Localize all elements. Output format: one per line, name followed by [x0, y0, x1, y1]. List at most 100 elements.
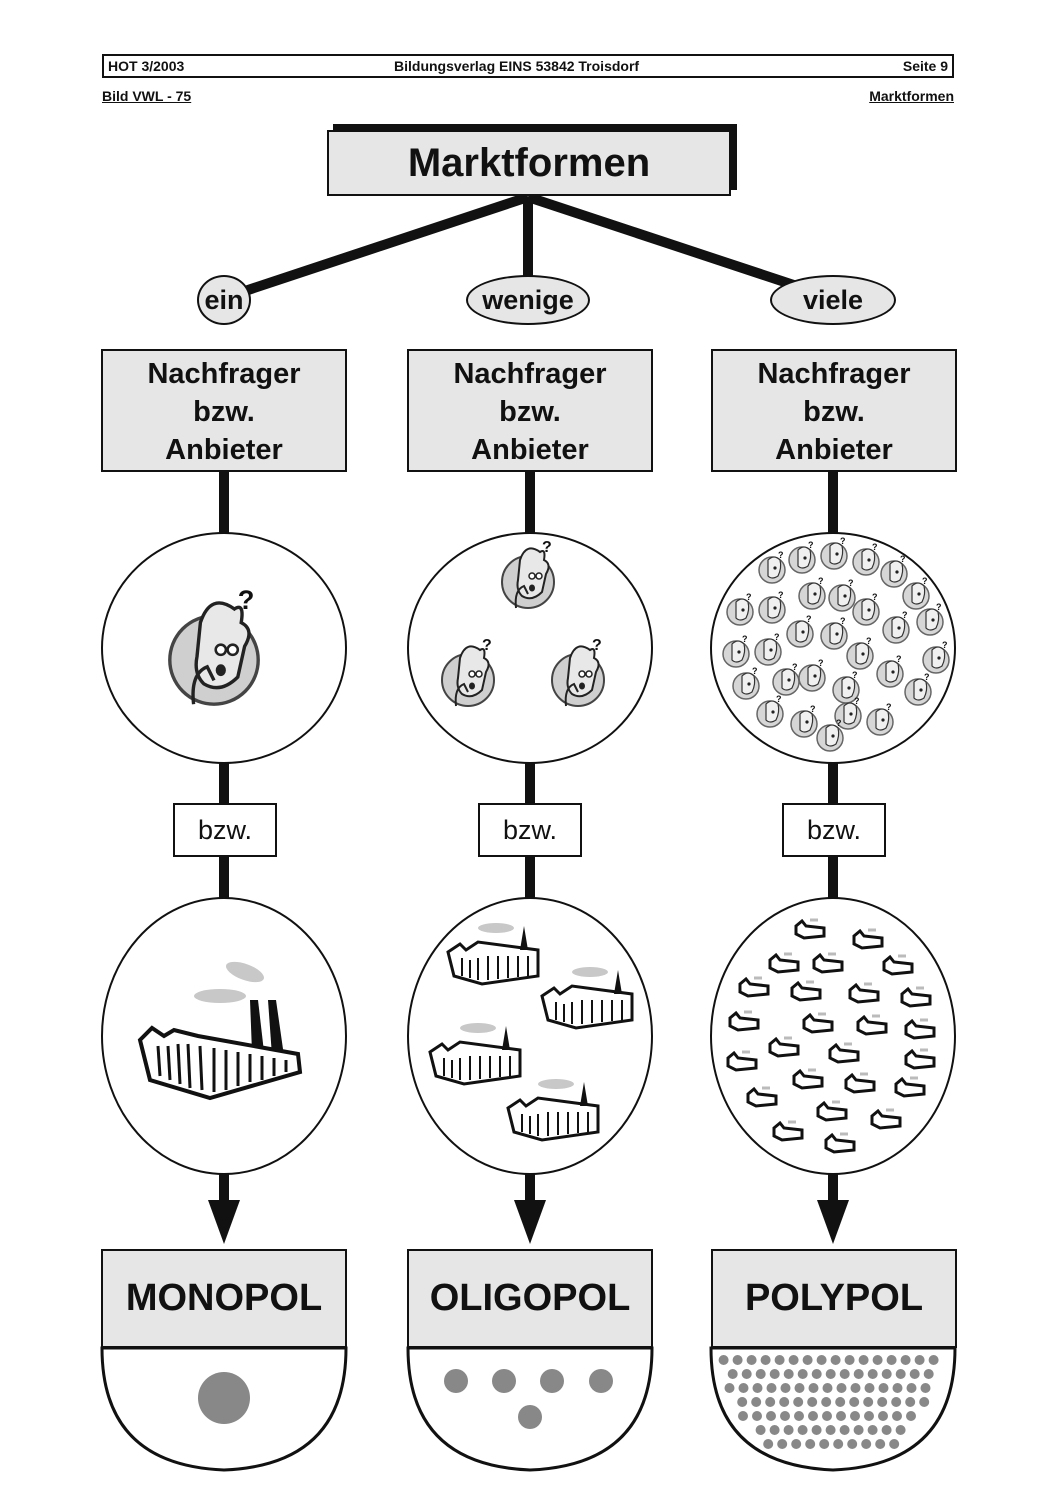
polypol-dot [900, 1355, 911, 1365]
polypol-dot [780, 1411, 790, 1421]
polypol-dot [755, 1369, 766, 1379]
role-box-monopol: Nachfrager bzw. Anbieter [101, 349, 347, 472]
polypol-dot [819, 1439, 830, 1449]
header-left: HOT 3/2003 [108, 58, 185, 74]
polypol-dot [849, 1397, 860, 1407]
polypol-dot [766, 1383, 777, 1393]
polypol-dot [738, 1383, 749, 1393]
polypol-dot [878, 1383, 889, 1393]
polypol-dot [877, 1397, 888, 1407]
role-line-2: bzw. [193, 396, 255, 428]
polypol-dot [892, 1411, 902, 1421]
header-right: Seite 9 [902, 58, 948, 74]
polypol-dot [808, 1411, 818, 1421]
result-oligopol: OLIGOPOL [407, 1249, 653, 1348]
role-line-1: Nachfrager [453, 358, 607, 390]
arrow-monopol [208, 1200, 240, 1244]
role-box-oligopol: Nachfrager bzw. Anbieter [407, 349, 653, 472]
polypol-dot [741, 1369, 752, 1379]
role-line-1: Nachfrager [757, 358, 911, 390]
polypol-dot [858, 1355, 869, 1365]
sub-header-left: Bild VWL - 75 [102, 88, 192, 104]
monopol-dot [198, 1372, 250, 1424]
polypol-dot [763, 1439, 774, 1449]
role-line-3: Anbieter [775, 434, 893, 466]
polypol-dot [909, 1369, 920, 1379]
polypol-dot [895, 1369, 906, 1379]
page-header: HOT 3/2003 Bildungsverlag EINS 53842 Tro… [102, 54, 954, 78]
polypol-dot [797, 1425, 808, 1435]
polypol-dot [821, 1397, 832, 1407]
polypol-dot [850, 1411, 860, 1421]
polypol-dot [765, 1397, 776, 1407]
polypol-dot [793, 1397, 804, 1407]
polypol-dot [919, 1397, 930, 1407]
polypol-dot [802, 1355, 813, 1365]
polypol-dot [835, 1397, 846, 1407]
polypol-dot [886, 1355, 897, 1365]
polypol-dot [724, 1383, 735, 1393]
polypol-dot [833, 1439, 844, 1449]
factory-illustrations [137, 921, 634, 1142]
polypol-dot [847, 1439, 858, 1449]
connector-bzw-oligopol: bzw. [478, 803, 582, 857]
polypol-dot [825, 1425, 836, 1435]
polypol-dot [867, 1425, 878, 1435]
polypol-dot [822, 1411, 832, 1421]
connector-bzw-monopol: bzw. [173, 803, 277, 857]
polypol-dot [794, 1383, 805, 1393]
polypol-dot [844, 1355, 855, 1365]
header-center: Bildungsverlag EINS 53842 Troisdorf [394, 58, 640, 74]
role-line-3: Anbieter [471, 434, 589, 466]
quantity-oval-wenige: wenige [466, 275, 590, 325]
polypol-dot [760, 1355, 771, 1365]
polypol-dot [797, 1369, 808, 1379]
polypol-dot [867, 1369, 878, 1379]
polypol-dot [752, 1411, 762, 1421]
polypol-dots [718, 1355, 939, 1449]
polypol-dot [807, 1397, 818, 1407]
polypol-dot [816, 1355, 827, 1365]
polypol-dot [889, 1439, 900, 1449]
polypol-dot [928, 1355, 939, 1365]
polypol-dot [836, 1383, 847, 1393]
oligopol-dots [444, 1369, 613, 1429]
polypol-dot [777, 1439, 788, 1449]
polypol-dot [906, 1383, 917, 1393]
polypol-dot [923, 1369, 934, 1379]
polypol-dot [783, 1425, 794, 1435]
polypol-dot [788, 1355, 799, 1365]
role-line-1: Nachfrager [147, 358, 301, 390]
polypol-dot [891, 1397, 902, 1407]
polypol-dot [905, 1397, 916, 1407]
polypol-dot [864, 1411, 874, 1421]
polypol-dot [864, 1383, 875, 1393]
polypol-dot [732, 1355, 743, 1365]
polypol-dot [737, 1397, 748, 1407]
quantity-oval-viele: viele [770, 275, 896, 325]
polypol-dot [718, 1355, 729, 1365]
polypol-dot [878, 1411, 888, 1421]
connector-bzw-polypol: bzw. [782, 803, 886, 857]
role-line-3: Anbieter [165, 434, 283, 466]
role-box-polypol: Nachfrager bzw. Anbieter [711, 349, 957, 472]
polypol-dot [780, 1383, 791, 1393]
polypol-dot [881, 1425, 892, 1435]
polypol-dot [774, 1355, 785, 1365]
quantity-oval-ein: ein [197, 275, 251, 325]
polypol-dot [746, 1355, 757, 1365]
polypol-dot [779, 1397, 790, 1407]
polypol-dot [808, 1383, 819, 1393]
polypol-dot [830, 1355, 841, 1365]
polypol-dot [769, 1425, 780, 1435]
polypol-dot [811, 1369, 822, 1379]
polypol-dot [751, 1397, 762, 1407]
polypol-dot [825, 1369, 836, 1379]
polypol-dot [805, 1439, 816, 1449]
polypol-dot [850, 1383, 861, 1393]
polypol-dot [892, 1383, 903, 1393]
polypol-dot [836, 1411, 846, 1421]
polypol-dot [920, 1383, 931, 1393]
polypol-dot [783, 1369, 794, 1379]
polypol-dot [822, 1383, 833, 1393]
